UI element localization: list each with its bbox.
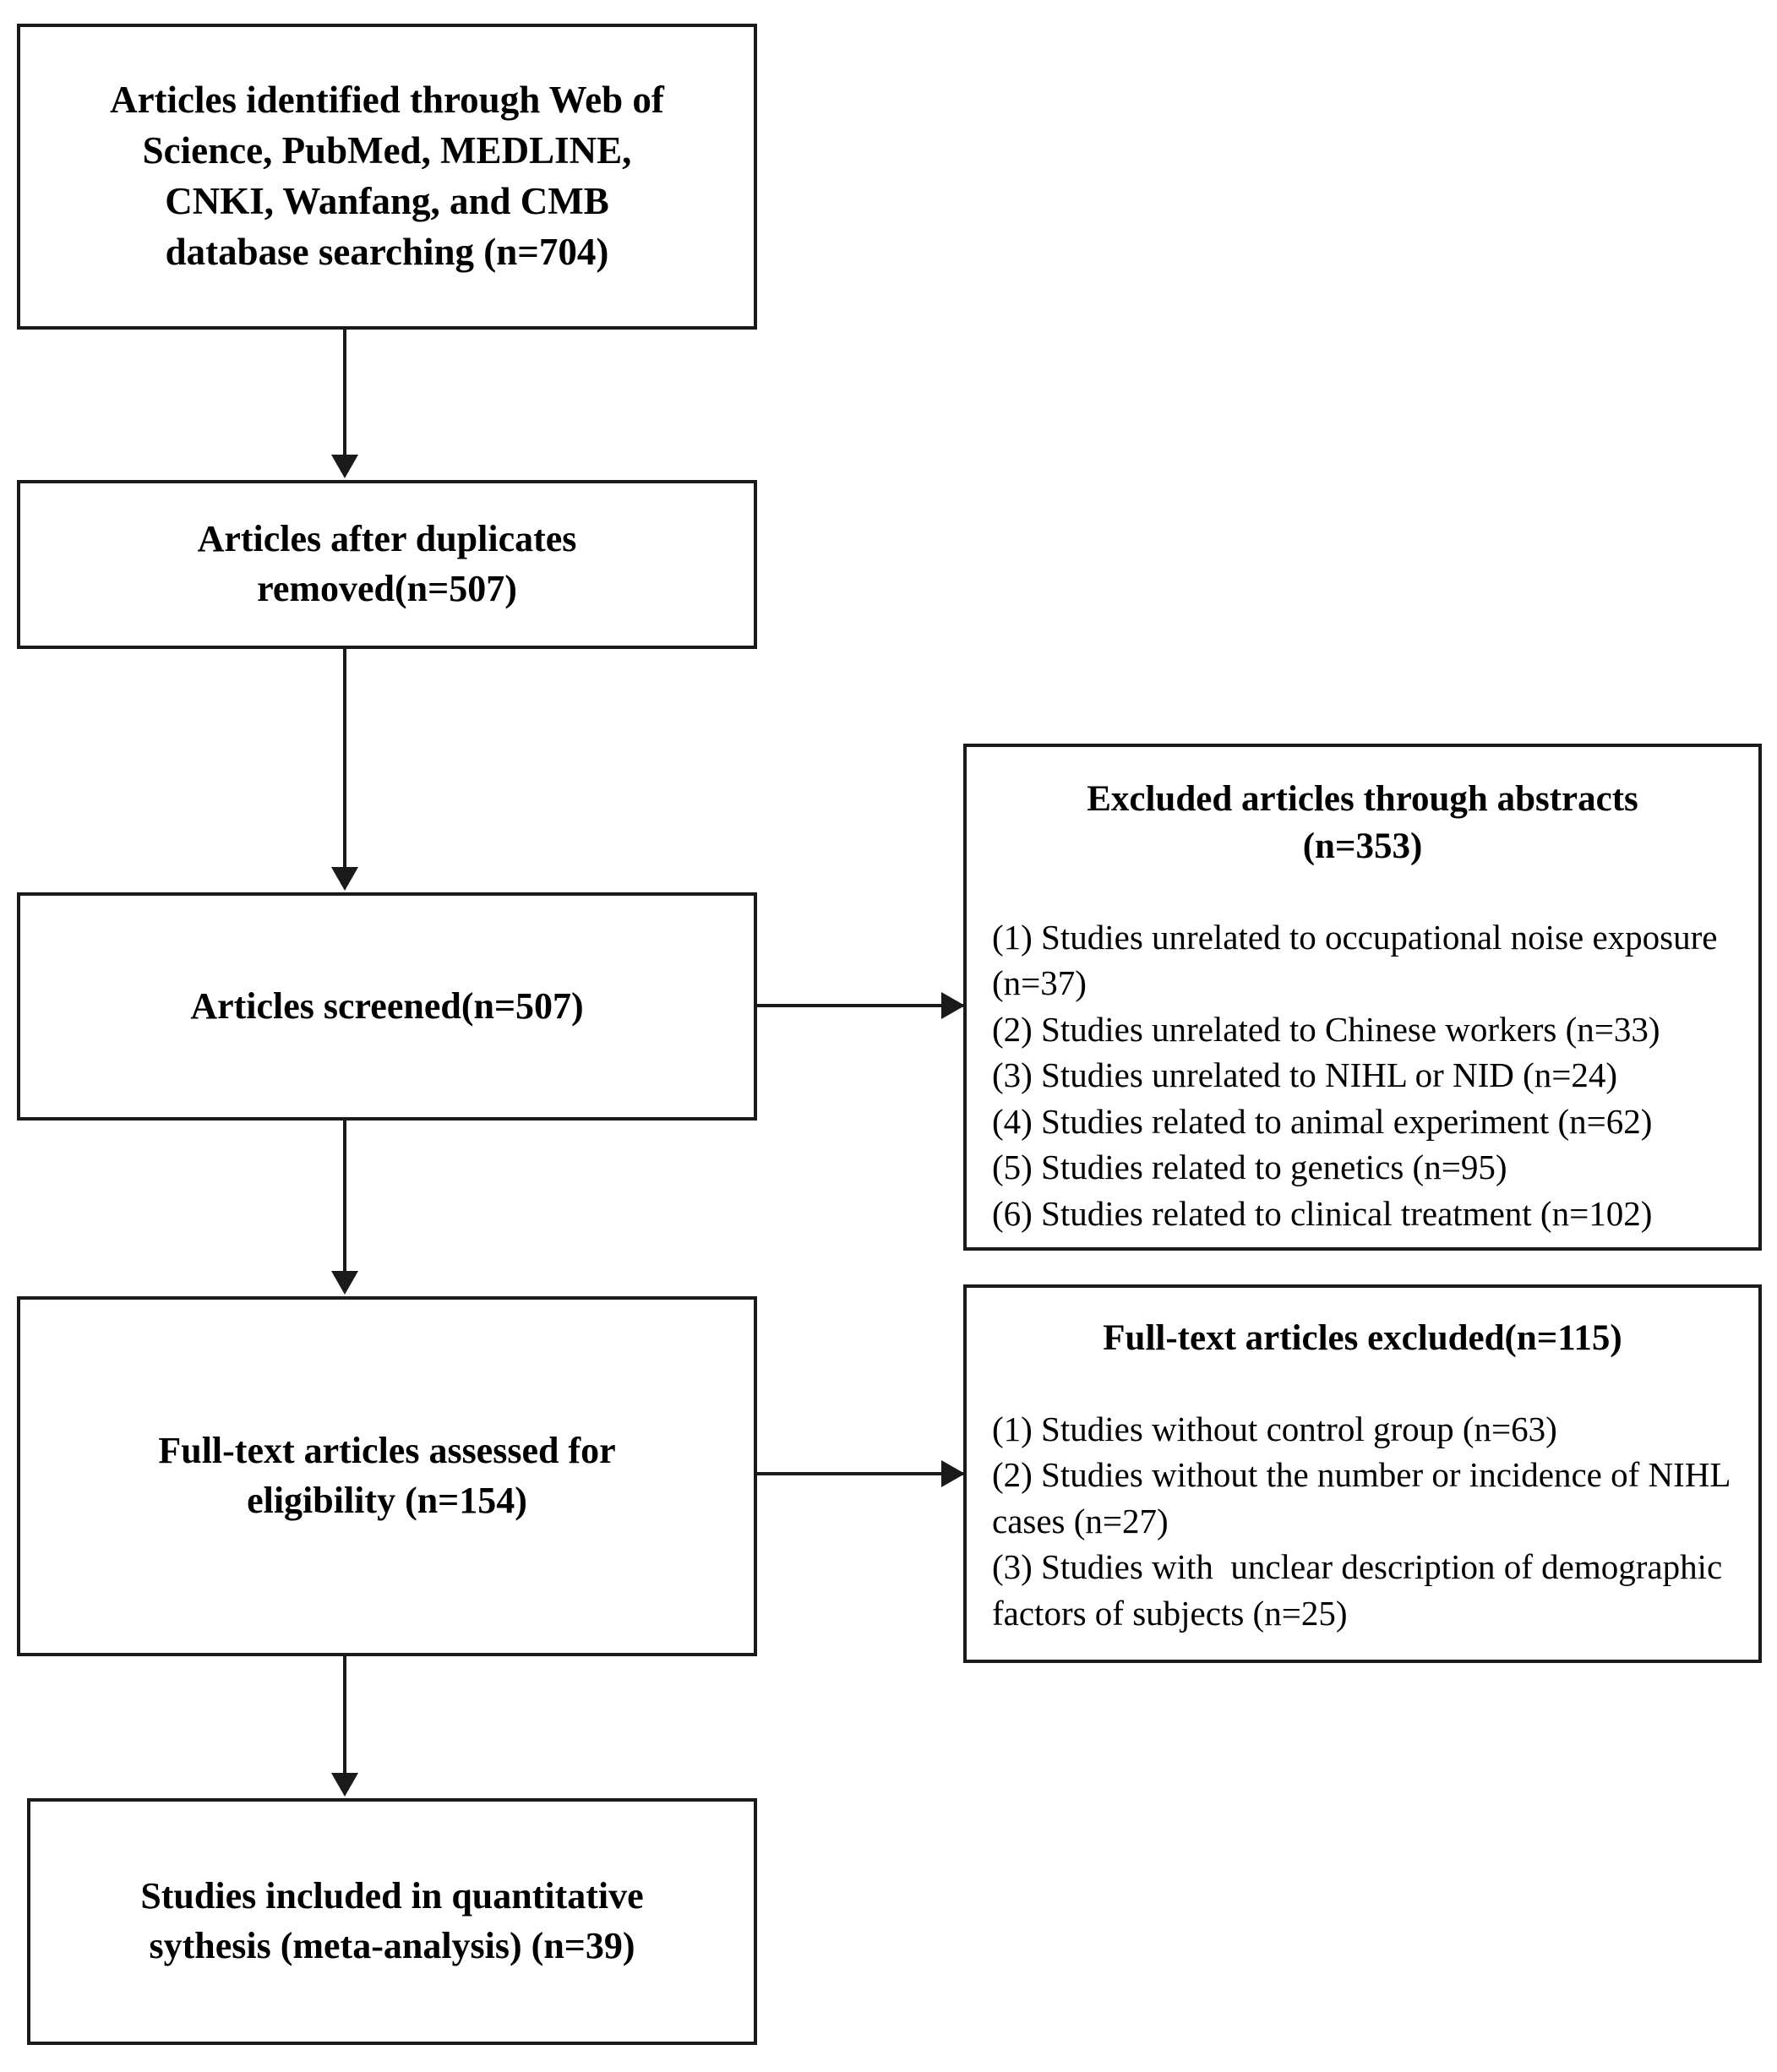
exclusion-reason-item: (3) Studies unrelated to NIHL or NID (n=… [992, 1055, 1618, 1095]
exclusion-box-fulltext-title: Full-text articles excluded(n=115) [1103, 1318, 1622, 1358]
exclusion-reason-item: (3) Studies with unclear description of … [992, 1547, 1731, 1633]
connector-duplicates-to-screened [343, 649, 346, 869]
flow-box-included: Studies included in quantitative sythesi… [27, 1798, 757, 2045]
exclusion-reason-item: (1) Studies unrelated to occupational no… [992, 917, 1726, 1003]
connector-identification-to-duplicates [343, 330, 346, 456]
flow-box-duplicates-removed-label: Articles after duplicates removed(n=507) [197, 518, 577, 609]
flow-box-identification-label: Articles identified through Web of Scien… [110, 79, 664, 273]
arrow-right-icon-screened-to-excluded-abstracts [941, 992, 965, 1019]
flow-box-eligibility: Full-text articles assessed for eligibil… [17, 1296, 757, 1656]
connector-screened-to-eligibility [343, 1121, 346, 1273]
exclusion-reason-item: (1) Studies without control group (n=63) [992, 1409, 1557, 1448]
exclusion-reason-item: (2) Studies without the number or incide… [992, 1455, 1739, 1540]
connector-eligibility-to-excluded-fulltext [757, 1472, 968, 1475]
exclusion-box-abstracts: Excluded articles through abstracts (n=3… [963, 744, 1762, 1251]
arrow-down-icon-eligibility-to-included [331, 1773, 358, 1797]
exclusion-box-fulltext: Full-text articles excluded(n=115) (1) S… [963, 1284, 1762, 1663]
flow-box-identification: Articles identified through Web of Scien… [17, 24, 757, 330]
arrow-down-icon-identification-to-duplicates [331, 455, 358, 478]
exclusion-reason-item: (2) Studies unrelated to Chinese workers… [992, 1009, 1660, 1049]
flow-box-screened: Articles screened(n=507) [17, 892, 757, 1121]
exclusion-box-abstracts-reason-list: (1) Studies unrelated to occupational no… [967, 914, 1758, 1237]
exclusion-reason-item: (4) Studies related to animal experiment… [992, 1101, 1653, 1141]
arrow-down-icon-screened-to-eligibility [331, 1271, 358, 1295]
exclusion-reason-item: (6) Studies related to clinical treatmen… [992, 1193, 1653, 1233]
connector-screened-to-excluded-abstracts [757, 1004, 968, 1007]
exclusion-box-fulltext-reason-list: (1) Studies without control group (n=63)… [967, 1406, 1758, 1637]
exclusion-reason-item: (5) Studies related to genetics (n=95) [992, 1148, 1507, 1187]
flow-box-included-label: Studies included in quantitative sythesi… [140, 1875, 644, 1966]
flow-box-eligibility-label: Full-text articles assessed for eligibil… [158, 1430, 616, 1521]
arrow-down-icon-duplicates-to-screened [331, 867, 358, 891]
flow-box-screened-label: Articles screened(n=507) [190, 984, 584, 1027]
exclusion-box-abstracts-title: Excluded articles through abstracts (n=3… [1087, 779, 1638, 866]
arrow-right-icon-eligibility-to-excluded-fulltext [941, 1460, 965, 1487]
flow-box-duplicates-removed: Articles after duplicates removed(n=507) [17, 480, 757, 649]
connector-eligibility-to-included [343, 1656, 346, 1775]
